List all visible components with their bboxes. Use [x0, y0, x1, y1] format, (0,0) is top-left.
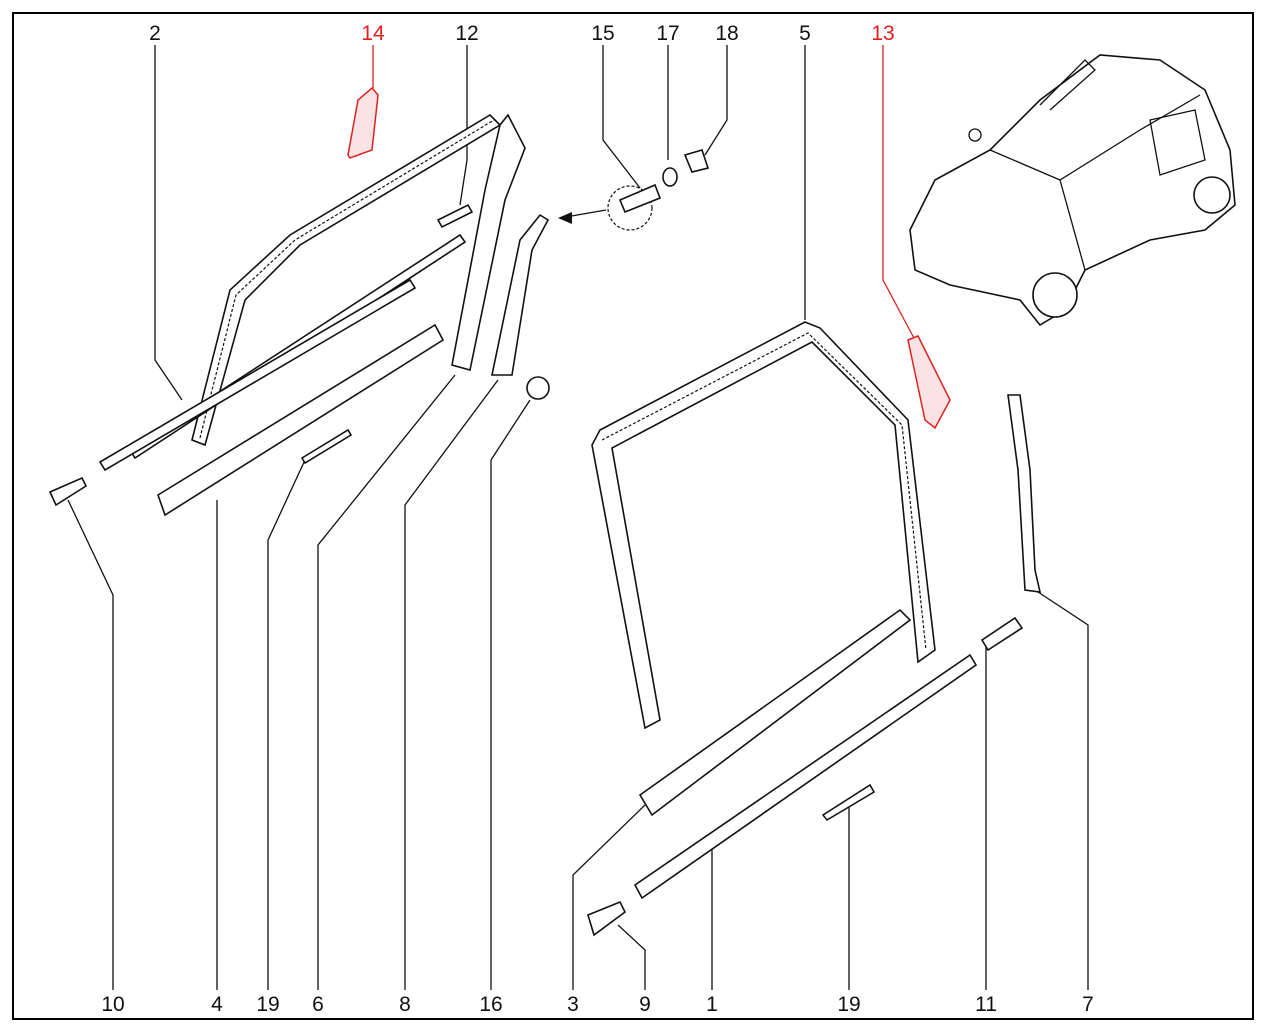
part-16-grommet: [526, 376, 550, 400]
diagram-frame: [12, 12, 1254, 1020]
leader-lines: [67, 45, 1089, 990]
callout-19-rear: 19: [837, 993, 860, 1016]
callout-4: 4: [211, 993, 223, 1016]
callout-5: 5: [799, 22, 811, 45]
part-8-outer-strip: [157, 323, 445, 517]
callout-19: 19: [256, 993, 279, 1016]
callout-15: 15: [591, 22, 614, 45]
part-b-pillar-seal: [451, 113, 526, 371]
part-19-small-strip: [300, 428, 353, 465]
callout-17: 17: [656, 22, 679, 45]
callout-16: 16: [479, 993, 502, 1016]
callout-9: 9: [639, 993, 651, 1016]
callout-1: 1: [706, 993, 718, 1016]
callout-10: 10: [101, 993, 124, 1016]
part-1-outer-moulding: [633, 653, 978, 900]
part-11-clip: [980, 616, 1024, 652]
part-10-clip: [48, 476, 88, 507]
callout-3: 3: [567, 993, 579, 1016]
part-7-pillar-trim: [1007, 394, 1042, 593]
part-15-screw-detail: [558, 183, 662, 231]
part-3-belt-strip: [638, 608, 912, 817]
part-4-belt-moulding: [98, 233, 467, 472]
callout-11: 11: [975, 993, 997, 1016]
callout-12: 12: [455, 22, 478, 45]
part-6-pillar-trim: [491, 213, 550, 376]
car-illustration: [909, 54, 1236, 327]
callout-18: 18: [715, 22, 738, 45]
callout-6: 6: [312, 993, 324, 1016]
part-13-corner-trim: [907, 335, 951, 430]
callout-14-highlighted: 14: [361, 22, 385, 45]
part-5-rear-door-frame-seal: [591, 321, 936, 730]
part-12-clip: [436, 203, 474, 229]
part-19-small-strip-rear: [821, 783, 876, 822]
bottom-callouts: 10 4 19 6 8 16 3 9 1 19 11 7: [101, 993, 1094, 1016]
callout-8: 8: [399, 993, 411, 1016]
part-18-clip: [683, 149, 710, 173]
callout-7: 7: [1082, 993, 1094, 1016]
top-callouts: 2 14 12 15 17 18 5 13: [149, 22, 895, 45]
part-17-washer: [662, 167, 678, 187]
part-9-clip: [587, 900, 627, 937]
callout-13-highlighted: 13: [871, 22, 894, 45]
callout-2: 2: [149, 22, 161, 45]
part-14-corner-trim: [347, 86, 379, 159]
